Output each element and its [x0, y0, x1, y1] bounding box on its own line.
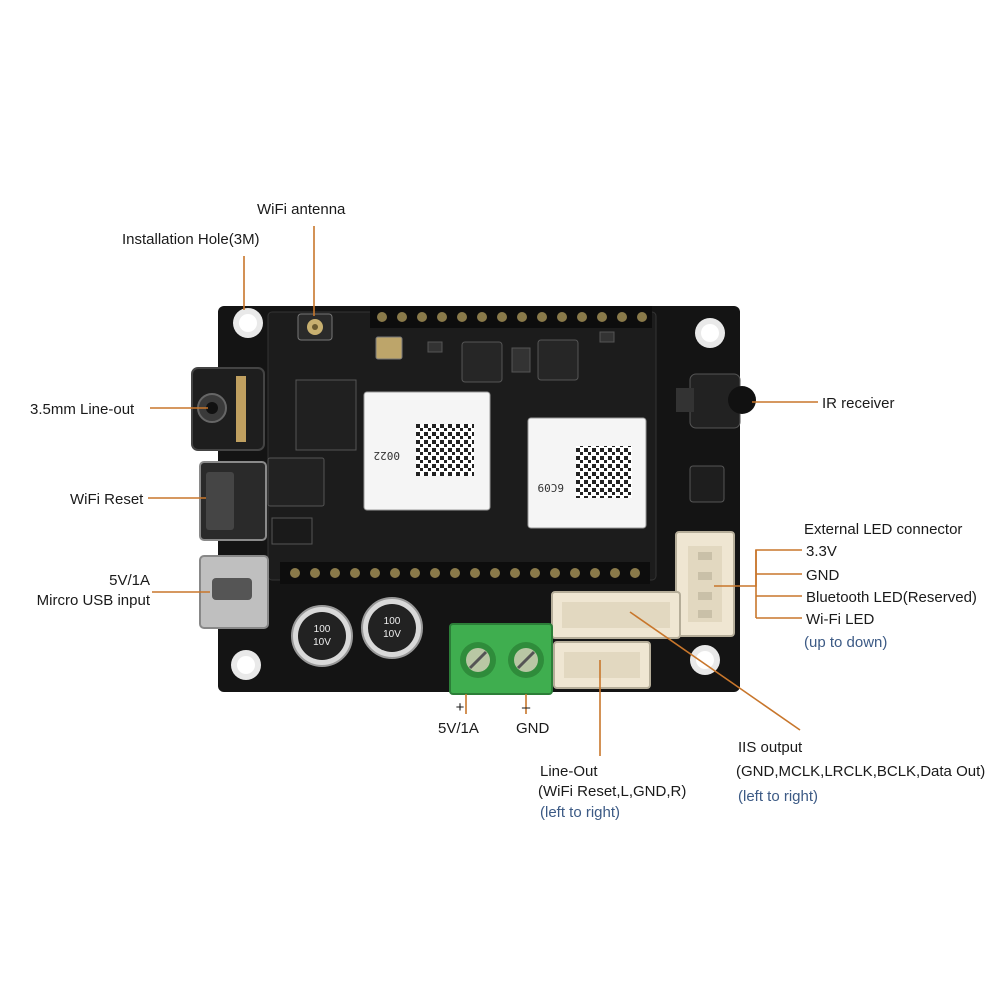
audio-jack-35mm [191, 367, 265, 451]
label-line-out-order: (left to right) [540, 804, 621, 821]
label-led-pin-bluetooth: Bluetooth LED(Reserved) [806, 589, 977, 606]
label-led-pin-gnd: GND [806, 567, 840, 584]
installation-hole-top-left [233, 308, 263, 338]
installation-hole-bottom-right [690, 645, 720, 675]
label-usb-input: Mircro USB input [36, 592, 150, 609]
label-led-order: (up to down) [804, 634, 888, 651]
iis-output-connector [551, 591, 681, 639]
cap-marking: 100 [384, 616, 401, 627]
wifi-antenna-connector [297, 313, 333, 341]
label-wifi-reset: WiFi Reset [70, 491, 144, 508]
pin-header-top [370, 306, 652, 328]
label-led-pin-wifi: Wi-Fi LED [806, 611, 875, 628]
capacitor-right: 100 10V [361, 597, 423, 659]
wifi-module-shield-left: 0022 [363, 391, 491, 511]
installation-hole-bottom-left [231, 650, 261, 680]
cap-marking: 100 [314, 624, 331, 635]
flash-chip [267, 457, 325, 545]
ir-receiver [676, 373, 756, 503]
label-usb-power: 5V/1A [109, 572, 150, 589]
leader-lines [148, 226, 818, 756]
label-line-out-title: Line-Out [540, 763, 598, 780]
cap-marking: 10V [383, 629, 401, 640]
installation-hole-top-right [695, 318, 725, 348]
label-led-pin-3v3: 3.3V [806, 543, 837, 560]
micro-usb-port [199, 555, 269, 629]
pin-header-bottom [280, 562, 650, 584]
label-power-plus: + [455, 699, 465, 716]
external-led-connector [675, 531, 735, 637]
label-wifi-antenna: WiFi antenna [257, 201, 346, 218]
label-line-out-pins: (WiFi Reset,L,GND,R) [538, 783, 687, 800]
wifi-reset-button [199, 461, 267, 541]
smd-components [295, 331, 615, 451]
label-ir-receiver: IR receiver [822, 395, 895, 412]
line-out-connector [553, 641, 651, 689]
label-iis-title: IIS output [738, 739, 803, 756]
power-terminal-block [449, 623, 553, 695]
label-external-led-title: External LED connector [804, 521, 963, 538]
capacitor-left: 100 10V [291, 605, 353, 667]
label-iis-order: (left to right) [738, 788, 819, 805]
label-power-minus: – [521, 699, 531, 716]
leader-iis [629, 611, 801, 731]
module-code-right: 6C09 [538, 481, 565, 494]
wifi-module-shield-right: 6C09 [527, 417, 647, 529]
label-installation-hole: Installation Hole(3M) [122, 231, 260, 248]
cap-marking: 10V [313, 637, 331, 648]
label-iis-pins: (GND,MCLK,LRCLK,BCLK,Data Out) [736, 763, 986, 780]
label-line-out-35mm: 3.5mm Line-out [30, 401, 135, 418]
module-code-left: 0022 [374, 449, 401, 462]
label-power-5v: 5V/1A [438, 720, 479, 737]
label-power-gnd: GND [516, 720, 550, 737]
